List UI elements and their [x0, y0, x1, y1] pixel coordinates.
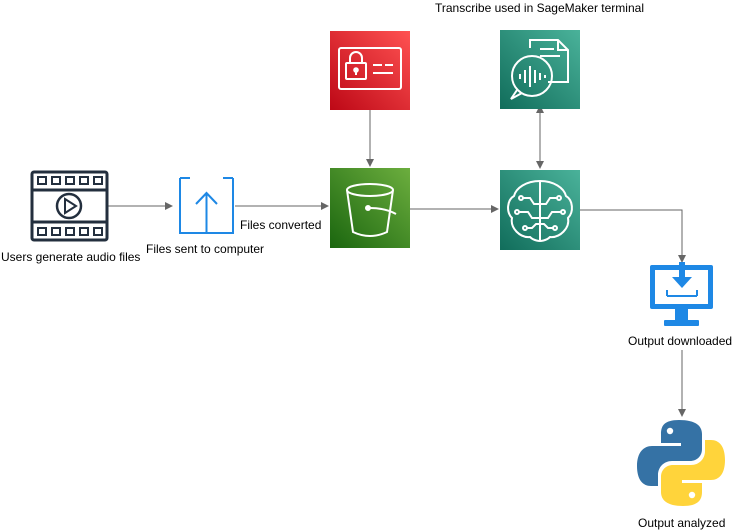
- edges: [108, 105, 686, 417]
- upload-icon: [179, 177, 234, 234]
- python-label: Output analyzed: [638, 516, 726, 530]
- edge-sagemaker-to-download: [580, 209, 686, 263]
- speech-transcribe-icon: [500, 30, 580, 109]
- download-monitor-icon: [650, 262, 713, 326]
- identity-card-lock-icon: [330, 31, 410, 110]
- video-label: Users generate audio files: [1, 250, 141, 264]
- python-logo-icon: [637, 420, 725, 506]
- upload-label: Files sent to computer: [146, 242, 265, 256]
- transcribe-label: Transcribe used in SageMaker terminal: [435, 1, 644, 15]
- brain-circuit-icon: [500, 170, 580, 250]
- download-label: Output downloaded: [628, 334, 733, 348]
- video-file-icon: [30, 170, 109, 242]
- edge-upload-s3-label: Files converted: [240, 218, 322, 232]
- bucket-icon: [330, 168, 410, 248]
